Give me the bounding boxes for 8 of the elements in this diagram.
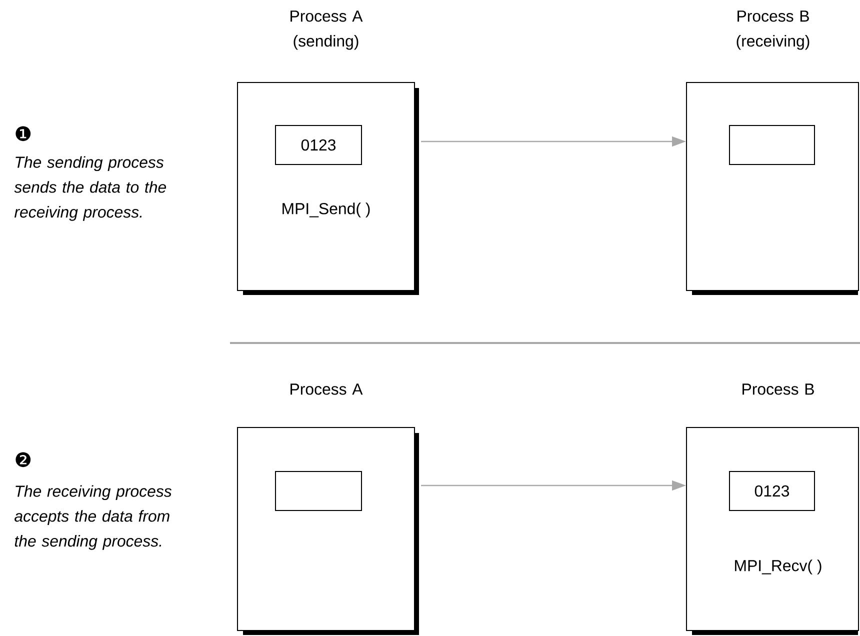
process-heading: Process B (receiving) (736, 10, 810, 50)
step-description: The sending process sends the data to the receiving process. (14, 156, 166, 221)
process-heading: Process A (290, 384, 363, 395)
process-heading: Process A (sending) (290, 10, 363, 50)
step-description: The receiving process accepts the data from the sending process. (14, 485, 172, 550)
step-number: ❷ (16, 452, 31, 468)
process-heading: Process B (742, 384, 814, 395)
step-number: ❶ (16, 126, 31, 142)
